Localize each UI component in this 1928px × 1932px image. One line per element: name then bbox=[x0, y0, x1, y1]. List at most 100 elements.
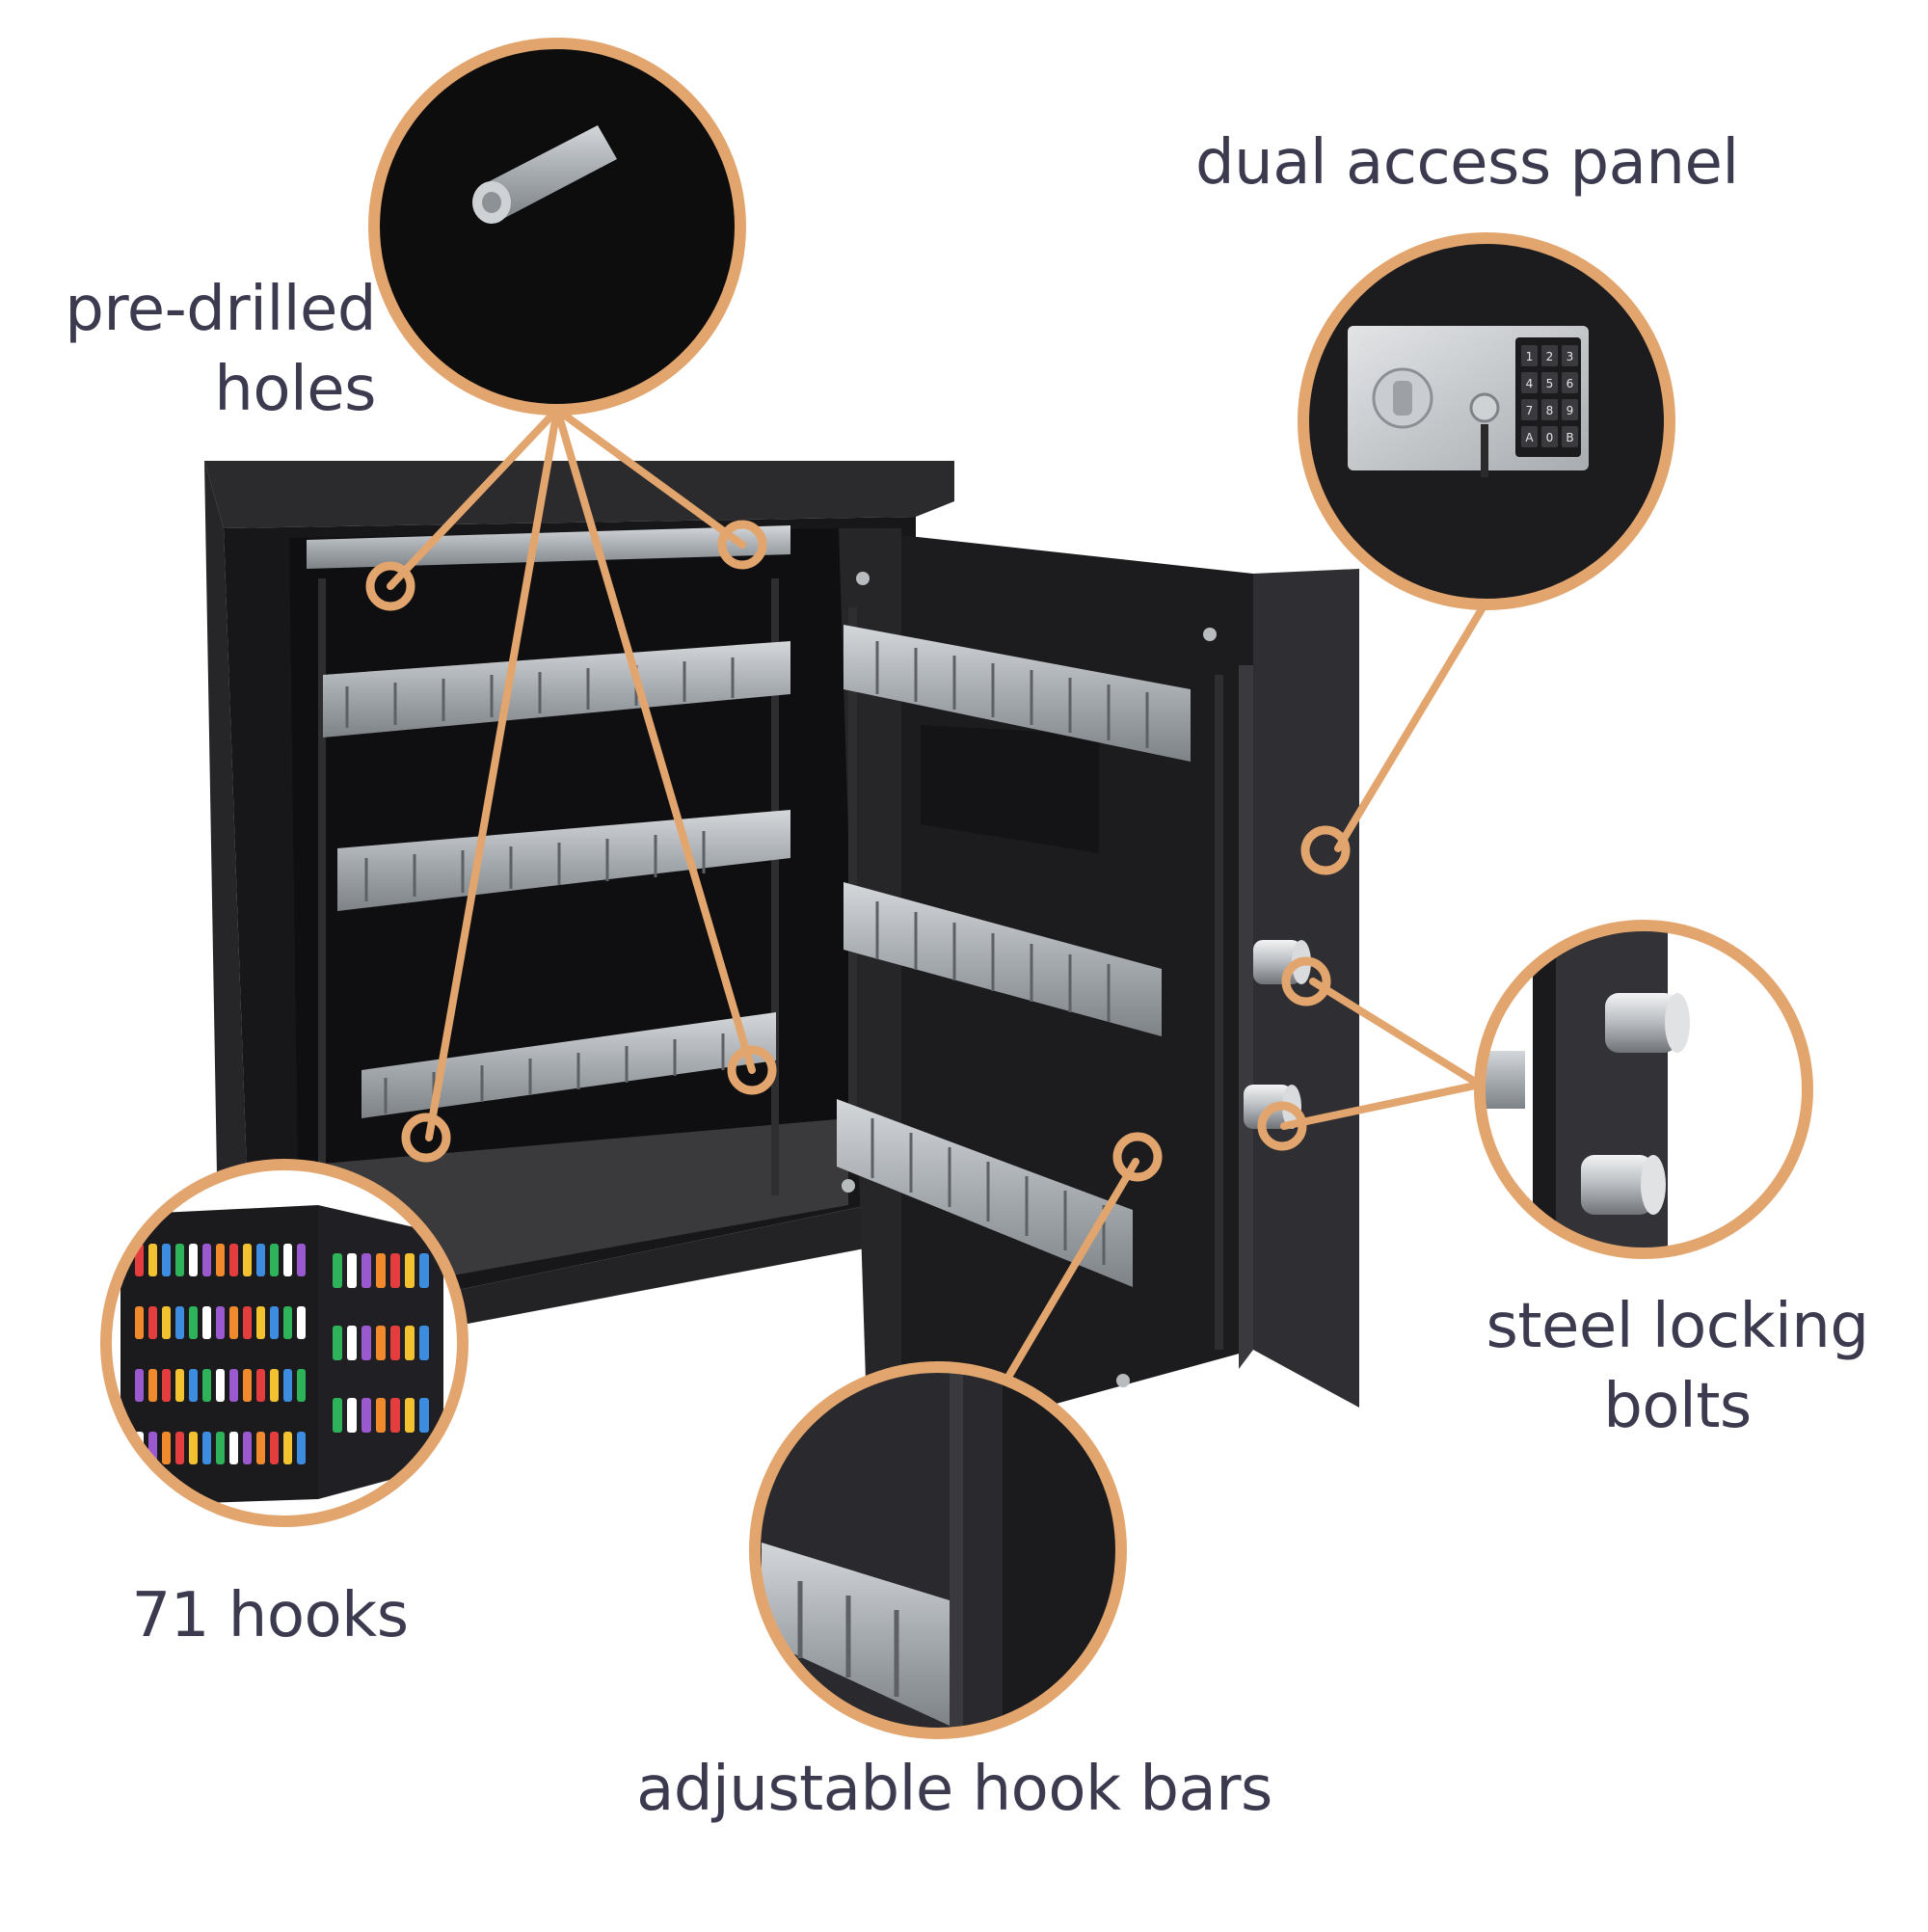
key-tag bbox=[148, 1244, 157, 1276]
key-tag bbox=[347, 1398, 357, 1433]
hook-bar-2 bbox=[323, 641, 790, 738]
key-tag bbox=[333, 1253, 342, 1288]
label-steel-locking-bolts: steel locking bolts bbox=[1446, 1287, 1909, 1447]
key-tag bbox=[297, 1432, 306, 1464]
key-tag bbox=[202, 1244, 211, 1276]
keypad-key bbox=[1541, 345, 1558, 366]
keypad-key-label: B bbox=[1566, 431, 1573, 444]
key-tag bbox=[283, 1369, 292, 1402]
key-tag bbox=[216, 1244, 225, 1276]
key-tag bbox=[202, 1432, 211, 1464]
key-tag bbox=[135, 1306, 144, 1339]
key-tag bbox=[333, 1326, 342, 1360]
key-tag bbox=[376, 1398, 386, 1433]
hole-marker-bottom-left bbox=[401, 1113, 451, 1163]
label-dual-access-panel: dual access panel bbox=[1195, 127, 1739, 199]
key-tag bbox=[256, 1244, 265, 1276]
label-pre-drilled-line1: pre-drilled bbox=[65, 274, 376, 345]
keypad-key-label: 1 bbox=[1526, 350, 1534, 363]
hook-bar-4 bbox=[362, 1012, 776, 1118]
marker-bolt-2 bbox=[1257, 1101, 1307, 1151]
hook-bar-1 bbox=[307, 525, 790, 569]
key-tag bbox=[297, 1306, 306, 1339]
key-tag bbox=[175, 1432, 184, 1464]
key-tag bbox=[216, 1306, 225, 1339]
zoom-predrilled-holes bbox=[368, 38, 746, 416]
interior-hook-bars bbox=[307, 525, 790, 1118]
key-tag bbox=[405, 1253, 415, 1288]
key-tag bbox=[270, 1369, 279, 1402]
keypad-key-label: A bbox=[1525, 431, 1534, 444]
key-tag bbox=[283, 1306, 292, 1339]
hook-bar-3 bbox=[337, 810, 790, 911]
key-tag bbox=[283, 1244, 292, 1276]
key-tag bbox=[362, 1326, 371, 1360]
keypad-key-label: 3 bbox=[1566, 350, 1574, 363]
keypad-key-label: 4 bbox=[1526, 377, 1534, 390]
keypad-key-label: 8 bbox=[1546, 404, 1554, 417]
key-tag bbox=[189, 1306, 198, 1339]
label-steel-line2: bolts bbox=[1603, 1371, 1752, 1443]
key-tag bbox=[390, 1253, 400, 1288]
key-tag bbox=[229, 1306, 238, 1339]
marker-dual-panel bbox=[1300, 825, 1351, 875]
key-tag bbox=[405, 1326, 415, 1360]
key-tag bbox=[243, 1306, 252, 1339]
keypad-key bbox=[1562, 399, 1578, 420]
key-tag bbox=[347, 1253, 357, 1288]
key-tag bbox=[243, 1432, 252, 1464]
key-tag bbox=[256, 1369, 265, 1402]
zoom-adjustable-hook-bars bbox=[749, 1361, 1127, 1739]
key-tag bbox=[390, 1398, 400, 1433]
keypad-key-label: 6 bbox=[1566, 377, 1574, 390]
keypad-key bbox=[1562, 345, 1578, 366]
keypad-key-label: 2 bbox=[1546, 350, 1554, 363]
key-tag bbox=[419, 1326, 429, 1360]
keypad-key bbox=[1521, 345, 1538, 366]
label-pre-drilled-line2: holes bbox=[214, 354, 376, 426]
key-tag bbox=[256, 1306, 265, 1339]
key-tag bbox=[419, 1398, 429, 1433]
hole-marker-top-left bbox=[365, 561, 415, 611]
door-hook-bar-2 bbox=[844, 882, 1162, 1036]
keypad-key bbox=[1521, 399, 1538, 420]
key-tag bbox=[362, 1253, 371, 1288]
key-tag bbox=[270, 1432, 279, 1464]
key-tag bbox=[189, 1432, 198, 1464]
key-tag bbox=[162, 1432, 171, 1464]
key-tag bbox=[243, 1369, 252, 1402]
callout-connectors bbox=[387, 406, 1488, 1382]
key-tag bbox=[419, 1253, 429, 1288]
keypad-key-label: 9 bbox=[1566, 404, 1574, 417]
hole-markers bbox=[365, 520, 1351, 1182]
label-steel-line1: steel locking bbox=[1486, 1291, 1869, 1362]
marker-bolt-1 bbox=[1281, 956, 1331, 1006]
label-adjustable-hook-bars: adjustable hook bars bbox=[636, 1754, 1272, 1825]
key-tag bbox=[229, 1244, 238, 1276]
door-hook-bar-1 bbox=[844, 625, 1191, 762]
safe-door bbox=[837, 528, 1359, 1446]
label-71-hooks: 71 hooks bbox=[131, 1580, 409, 1651]
zoom-71-hooks bbox=[100, 1159, 469, 1527]
key-tag bbox=[270, 1306, 279, 1339]
keypad-key bbox=[1541, 399, 1558, 420]
key-tag bbox=[202, 1369, 211, 1402]
key-tag bbox=[162, 1369, 171, 1402]
key-tag bbox=[175, 1244, 184, 1276]
keypad-key bbox=[1541, 372, 1558, 393]
key-tag bbox=[162, 1244, 171, 1276]
key-tag bbox=[148, 1306, 157, 1339]
key-tag bbox=[333, 1398, 342, 1433]
key-tag bbox=[135, 1369, 144, 1402]
keypad-key bbox=[1562, 426, 1578, 447]
keypad-key bbox=[1562, 372, 1578, 393]
keypad-key bbox=[1521, 426, 1538, 447]
key-tag bbox=[390, 1326, 400, 1360]
key-tag bbox=[216, 1432, 225, 1464]
key-tag bbox=[148, 1369, 157, 1402]
hole-marker-top-right bbox=[717, 520, 767, 570]
key-tag bbox=[229, 1369, 238, 1402]
key-tag bbox=[216, 1369, 225, 1402]
